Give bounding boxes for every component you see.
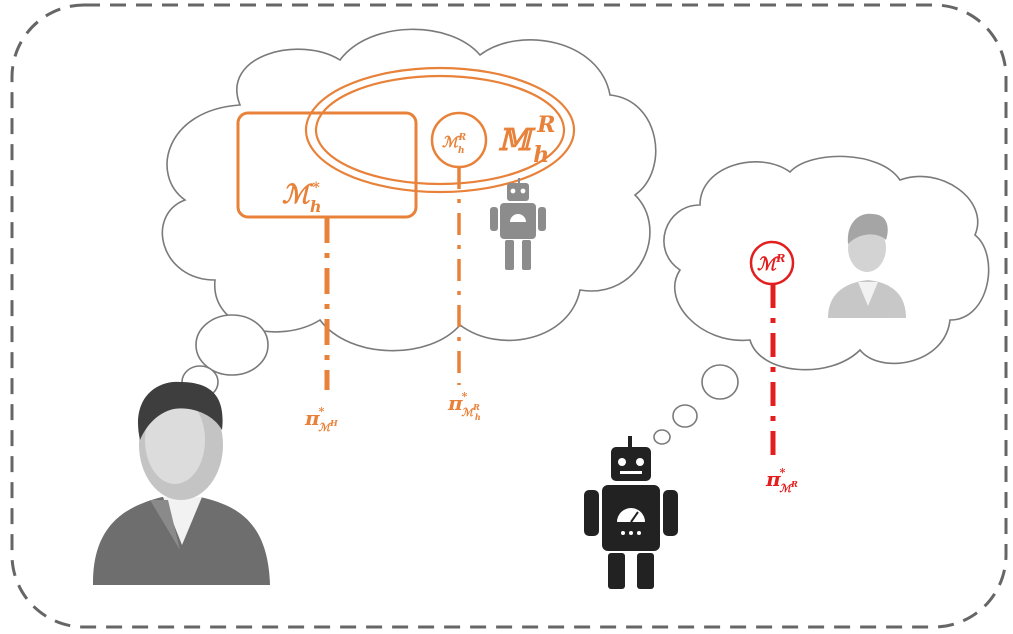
thought-bubble-large xyxy=(195,314,269,376)
human-thought-cloud xyxy=(161,28,657,418)
dashed-frame xyxy=(10,3,1008,629)
human-policy-label: π*ℳH xyxy=(304,405,338,434)
robot-model-estimate-label: ℳhR xyxy=(442,133,467,156)
robot-policy-label: π*ℳR xyxy=(765,466,798,495)
robot-thought-bubble-large xyxy=(701,364,739,400)
human-avatar-icon-faded xyxy=(828,213,906,318)
robot-thought-bubble-small xyxy=(653,429,671,445)
robot-icon xyxy=(584,436,678,589)
robot-model-set-inner-ellipse xyxy=(314,74,566,186)
robot-true-model-label: ℳR xyxy=(757,252,785,275)
human-avatar-icon xyxy=(92,381,270,585)
robot-model-set-label: 𝕄hR xyxy=(498,112,556,168)
robot-thought-cloud xyxy=(653,155,990,445)
robot-icon-small-grey xyxy=(490,178,546,270)
robot-model-set-outer-ellipse xyxy=(304,66,576,194)
robot-thought-bubble-medium xyxy=(672,404,698,428)
human-model-label: ℳh* xyxy=(282,180,321,216)
